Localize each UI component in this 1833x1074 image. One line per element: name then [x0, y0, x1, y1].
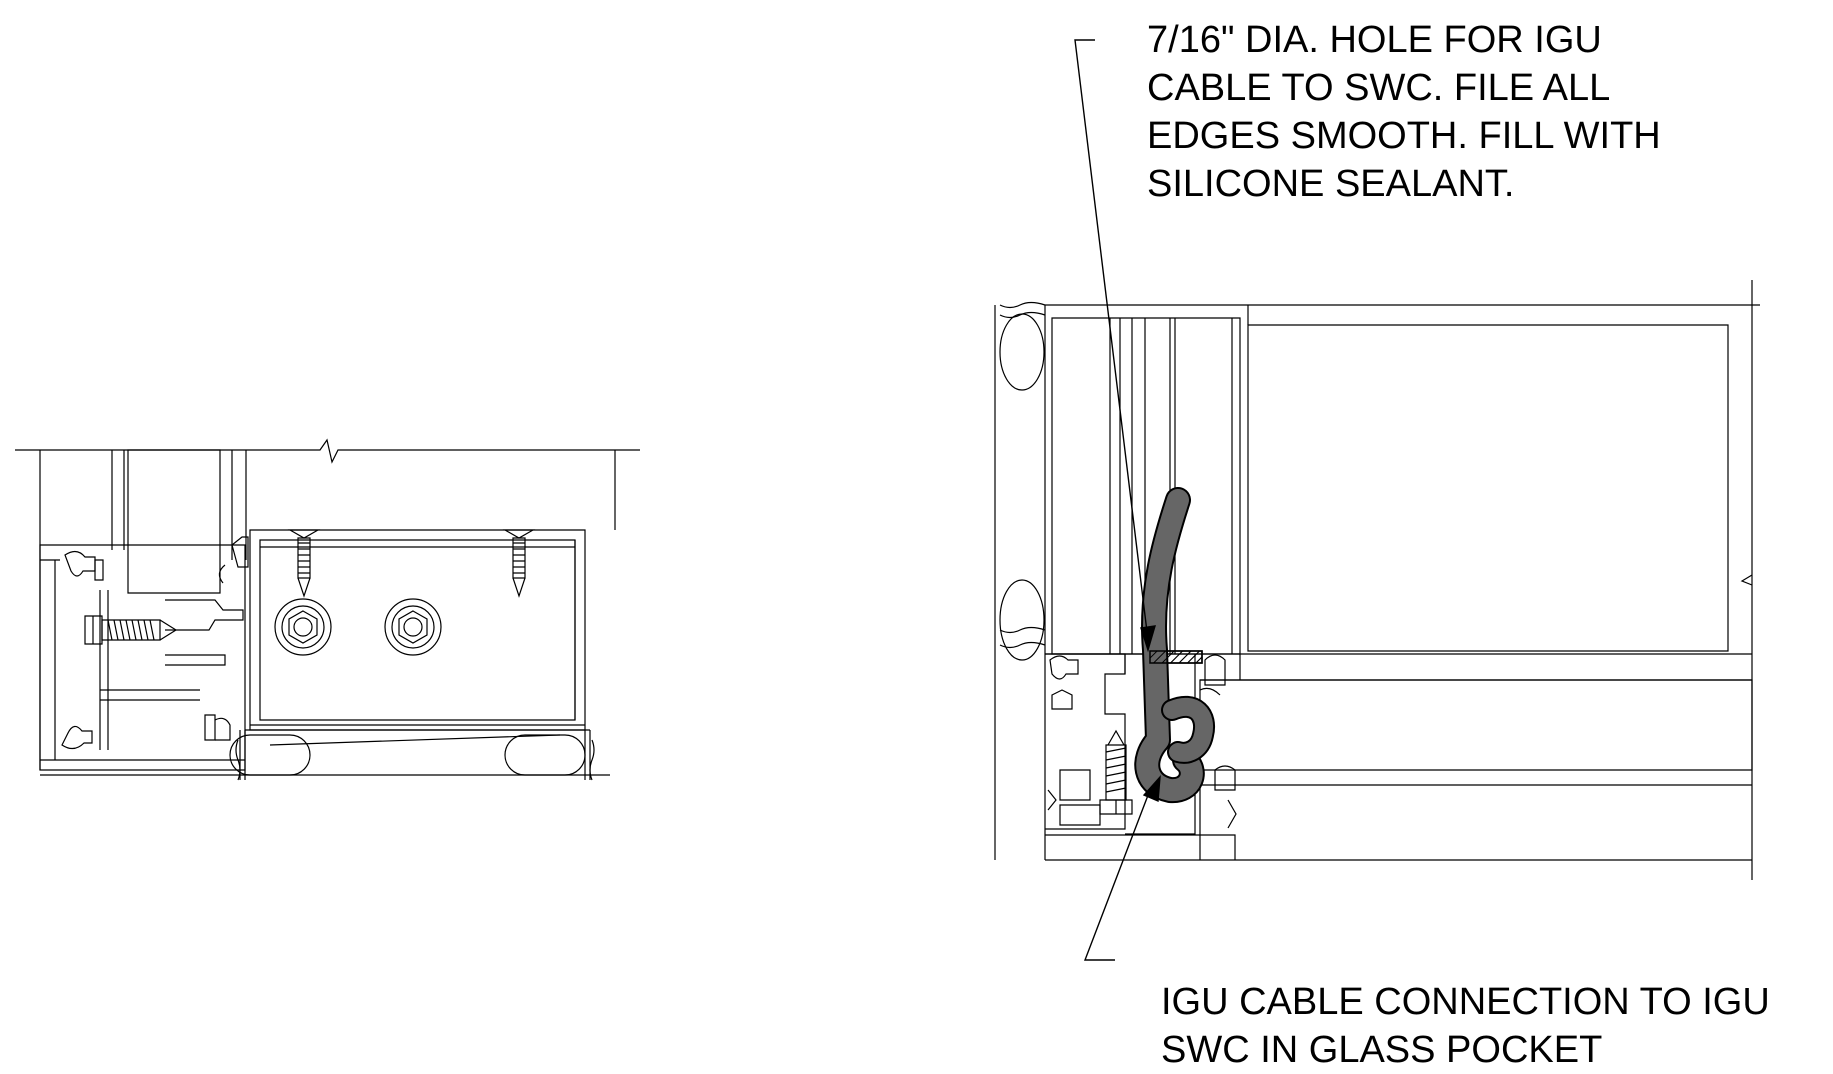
hole-note-line-1: 7/16" DIA. HOLE FOR IGU	[1147, 19, 1602, 61]
left-vertical-screw-1	[290, 530, 318, 596]
left-top-break-line	[15, 440, 640, 462]
hole-note-line-2: CABLE TO SWC. FILE ALL	[1147, 67, 1611, 109]
left-bolt-1	[275, 599, 331, 655]
right-section-detail	[995, 280, 1760, 880]
leader-cable	[1085, 777, 1160, 960]
left-bolt-2	[385, 599, 441, 655]
hole-note-line-3: EDGES SMOOTH. FILL WITH	[1147, 115, 1661, 157]
cable-note-line-2: SWC IN GLASS POCKET	[1161, 1029, 1603, 1071]
cable-note-line-1: IGU CABLE CONNECTION TO IGU	[1161, 981, 1770, 1023]
leader-hole	[1075, 40, 1155, 650]
upper-setting-block	[1000, 314, 1044, 390]
cable-annotation: IGU CABLE CONNECTION TO IGU SWC IN GLASS…	[1161, 978, 1770, 1074]
lower-setting-block	[1000, 580, 1044, 660]
right-vertical-screw	[1100, 731, 1132, 814]
left-vertical-screw-2	[505, 530, 533, 596]
left-section-detail	[15, 440, 640, 780]
hole-note-line-4: SILICONE SEALANT.	[1147, 163, 1515, 205]
igu-cable	[1147, 500, 1204, 790]
glass-unit	[1248, 325, 1728, 651]
left-horizontal-screw	[85, 616, 176, 644]
hole-annotation: 7/16" DIA. HOLE FOR IGU CABLE TO SWC. FI…	[1147, 16, 1661, 208]
